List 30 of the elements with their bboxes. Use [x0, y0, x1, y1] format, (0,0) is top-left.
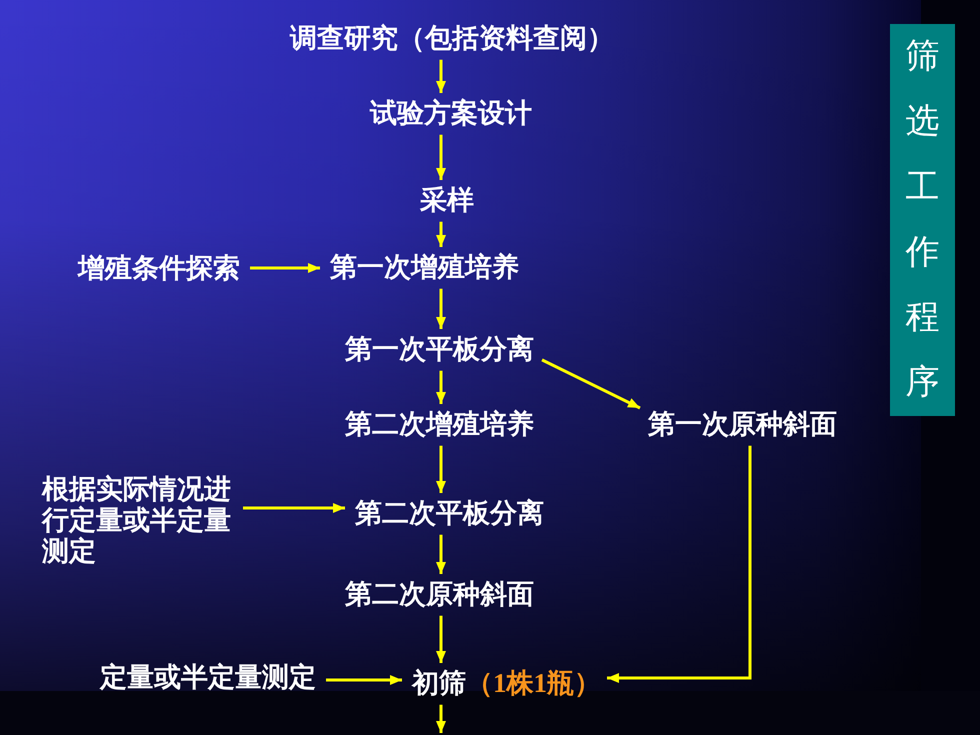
count-note-label: （1株1瓶） — [466, 668, 601, 698]
process-step-label: 第一次原种斜面 — [648, 408, 837, 442]
arrow — [436, 616, 446, 663]
title-banner — [890, 24, 955, 416]
title-text: 筛选工作程序 — [906, 37, 940, 404]
process-step-label: 第一次平板分离 — [345, 333, 534, 367]
input-note-label: 根据实际情况进行定量或半定量测定 — [42, 474, 233, 568]
arrow — [436, 222, 446, 247]
arrow — [436, 534, 446, 574]
process-step-label: 调查研究（包括资料查阅） — [290, 22, 614, 56]
arrow — [436, 446, 446, 493]
process-step-label: 第二次平板分离 — [355, 497, 544, 531]
process-step-label: 第二次增殖培养 — [345, 408, 534, 442]
input-note-label: 定量或半定量测定 — [100, 661, 316, 695]
arrow — [436, 134, 446, 180]
process-step-label: 第二次原种斜面 — [345, 578, 534, 612]
arrow — [436, 60, 446, 93]
arrow — [541, 358, 641, 410]
arrow — [607, 446, 752, 683]
arrow — [436, 288, 446, 329]
process-step-label: 初筛 — [412, 668, 466, 698]
arrow — [243, 503, 345, 513]
arrow — [326, 675, 402, 685]
input-note-label: 增殖条件探索 — [78, 252, 240, 286]
process-step-label: 第一次增殖培养 — [330, 251, 519, 285]
arrow — [436, 370, 446, 404]
arrow — [250, 263, 320, 273]
process-step-label: 采样 — [420, 184, 474, 218]
arrow — [436, 704, 446, 733]
process-step-label: 试验方案设计 — [370, 97, 532, 131]
